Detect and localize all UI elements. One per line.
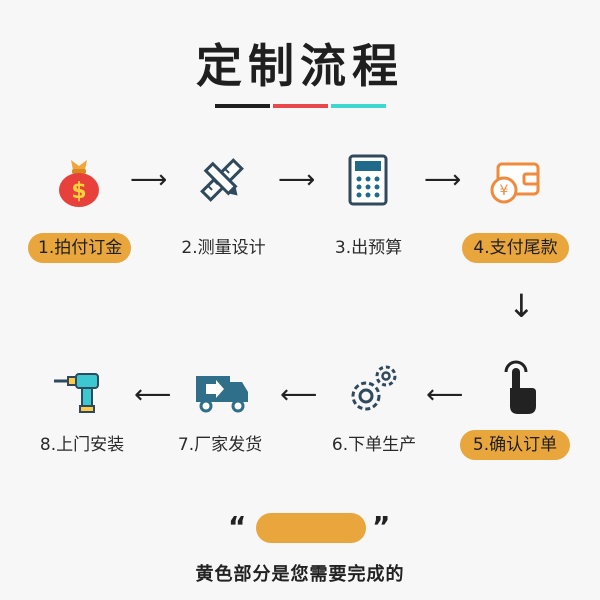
arrow-left-icon: ⟵ — [134, 380, 172, 410]
step-4-label: 4.支付尾款 — [462, 233, 569, 263]
arrow-right-icon: ⟶ — [130, 165, 168, 195]
arrow-down-icon: ↓ — [508, 287, 535, 325]
highlight-legend-swatch — [256, 513, 366, 543]
step-6-label: 6.下单生产 — [331, 435, 417, 455]
title-underline-black — [215, 104, 270, 108]
title-underline-cyan — [331, 104, 386, 108]
step-1-label: 1.拍付订金 — [28, 233, 131, 263]
legend-note: 黄色部分是您需要完成的 — [195, 564, 405, 585]
close-quote: ” — [372, 510, 391, 543]
gears-icon — [351, 365, 397, 411]
hand-click-icon — [504, 360, 536, 414]
open-quote: “ — [228, 510, 247, 543]
svg-text:¥: ¥ — [500, 183, 509, 199]
step-2-label: 2.测量设计 — [181, 238, 266, 258]
money-bag-icon: $ — [59, 160, 99, 207]
svg-text:$: $ — [71, 179, 86, 204]
step-7-label: 7.厂家发货 — [177, 435, 263, 455]
delivery-truck-icon — [196, 376, 248, 413]
calculator-icon — [348, 154, 388, 206]
title-underline-red — [273, 104, 328, 108]
arrow-right-icon: ⟶ — [278, 165, 316, 195]
arrow-left-icon: ⟵ — [280, 380, 318, 410]
step-3-label: 3.出预算 — [334, 238, 403, 258]
step-8-label: 8.上门安装 — [39, 435, 125, 455]
drill-icon — [54, 373, 99, 413]
page-title: 定制流程 — [196, 39, 404, 93]
pencil-ruler-icon — [200, 158, 244, 202]
step-5-label: 5.确认订单 — [460, 430, 570, 460]
wallet-icon: ¥ — [490, 162, 540, 204]
arrow-right-icon: ⟶ — [424, 165, 462, 195]
arrow-left-icon: ⟵ — [426, 380, 464, 410]
